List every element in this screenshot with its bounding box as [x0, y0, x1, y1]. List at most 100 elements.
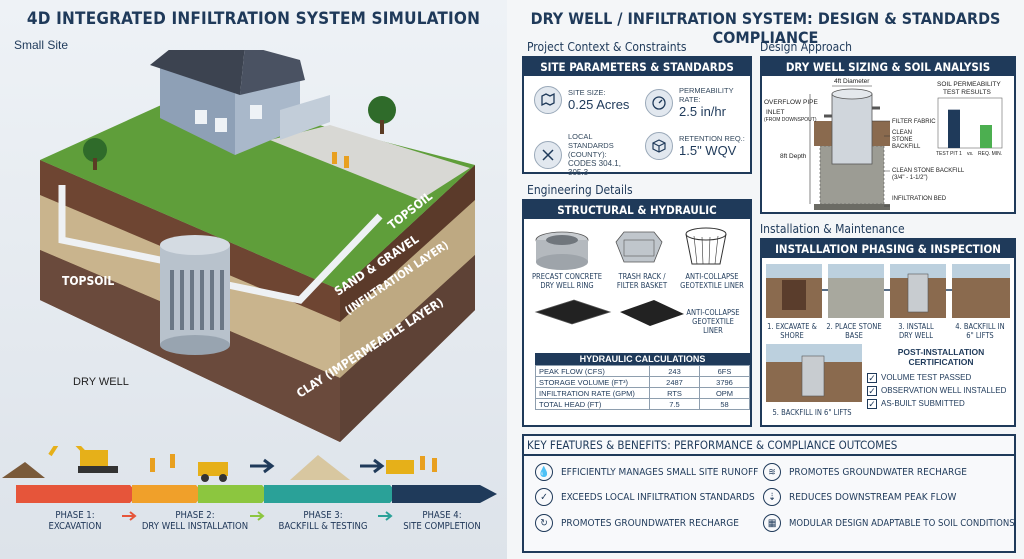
depth-label: 8ft Depth [780, 153, 807, 160]
installation-heading: Installation & Maintenance [760, 222, 905, 236]
soil-chart-frame [937, 97, 1003, 149]
phase-2-segment [198, 485, 270, 503]
installation-steps-illustration [766, 264, 1010, 402]
design-approach-heading: Design Approach [760, 40, 852, 54]
geotextile-liner-sheet [620, 300, 684, 326]
installation-title: INSTALLATION PHASING & INSPECTION [762, 240, 1014, 258]
step-1-label: 1. EXCAVATE &SHORE [767, 322, 817, 340]
param-retention: RETENTION REQ.:1.5" WQV [645, 132, 750, 160]
worker [170, 454, 175, 468]
sizing-title: DRY WELL SIZING & SOIL ANALYSIS [762, 58, 1014, 76]
phase-4-segment [392, 485, 497, 503]
well-cylinder [831, 93, 873, 165]
feature-item: ≋PROMOTES GROUNDWATER RECHARGE [763, 463, 967, 481]
cube-volume-icon [645, 132, 673, 160]
post-installation-certification: POST-INSTALLATION CERTIFICATION ✓VOLUME … [867, 347, 1015, 410]
phase-2-label: PHASE 2:DRY WELL INSTALLATION [141, 510, 249, 532]
cert-item: ✓AS-BUILT SUBMITTED [867, 398, 965, 409]
filter-basket-icon [685, 227, 727, 265]
soil-bar-test-pit [948, 109, 960, 148]
backfill-label: BACKFILL [892, 144, 921, 150]
geotextile-liner-tray [534, 299, 612, 325]
cert-item: ✓VOLUME TEST PASSED [867, 372, 972, 383]
soil-x-label-1: TEST PIT 1 [936, 151, 962, 157]
concrete-ring-icon [535, 231, 589, 270]
tree [368, 96, 396, 124]
worker [432, 458, 437, 472]
site-cross-section-illustration: TOPSOIL TOPSOIL SAND & GRAVEL (INFILTRAT… [40, 50, 475, 442]
param-permeability: PERMEABILITY RATE:2.5 in/hr [645, 86, 750, 119]
simulation-title: 4D INTEGRATED INFILTRATION SYSTEM SIMULA… [26, 9, 481, 29]
param-site-size: SITE SIZE:0.25 Acres [534, 86, 634, 114]
hydraulic-calculations-table: HYDRAULIC CALCULATIONS PEAK FLOW (CFS)24… [535, 353, 750, 410]
downspout-pipe [58, 185, 171, 266]
house-roof-right [240, 50, 305, 95]
phase-1-segment [16, 485, 138, 503]
phase-1-label: PHASE 1:EXCAVATION [48, 510, 102, 532]
permeability-gauge-icon [645, 88, 673, 117]
feature-item: 💧EFFICIENTLY MANAGES SMALL SITE RUNOFF [535, 463, 758, 481]
overflow-pipe [227, 213, 383, 304]
house-front-wall [235, 75, 300, 155]
checkbox-checked-icon: ✓ [867, 372, 877, 383]
cert-item: ✓OBSERVATION WELL INSTALLED [867, 385, 1007, 396]
topsoil-layer-right [340, 165, 475, 322]
step-5-label: 5. BACKFILL IN 6" LIFTS [772, 408, 852, 417]
dirt-pile [2, 462, 45, 478]
sand-gravel-layer-right [340, 200, 475, 378]
components-illustration [534, 227, 727, 326]
small-site-label: Small Site [14, 38, 69, 52]
worker [420, 456, 425, 470]
excavator-cab [80, 450, 108, 468]
excavator-arm [48, 446, 86, 457]
checkbox-checked-icon: ✓ [867, 385, 877, 396]
topsoil-label-left: TOPSOIL [62, 274, 114, 288]
stone-size-label: (3/4" - 1-1/2") [892, 175, 928, 181]
small-arrow-icon [122, 511, 137, 521]
loader-machine [198, 462, 228, 476]
param-local-standards: LOCAL STANDARDS (COUNTY):CODES 304.1, 30… [534, 132, 639, 177]
worker [332, 152, 337, 164]
engineering-heading: Engineering Details [527, 183, 633, 197]
gravel-pile [290, 455, 350, 480]
shield-check-icon: ✓ [535, 488, 553, 506]
recharge-icon: ↻ [535, 514, 553, 532]
feature-item: ▦MODULAR DESIGN ADAPTABLE TO SOIL CONDIT… [763, 514, 1015, 532]
phase-timeline [2, 446, 497, 521]
inlet-source-label: (FROM DOWNSPOUT) [764, 117, 817, 123]
phase-3-segment [264, 485, 398, 503]
small-arrow-icon [250, 511, 265, 521]
worker [150, 458, 155, 472]
tools-icon [534, 140, 562, 169]
diameter-label: 4ft Diameter [834, 78, 870, 85]
feature-item: ✓EXCEEDS LOCAL INFILTRATION STANDARDS [535, 488, 755, 506]
dry-well-structure [160, 235, 230, 355]
soil-test-title: SOIL PERMEABILITY [937, 81, 1001, 88]
key-features-title: KEY FEATURES & BENEFITS: PERFORMANCE & C… [527, 438, 898, 452]
feature-item: ↻PROMOTES GROUNDWATER RECHARGE [535, 514, 739, 532]
clean-label: CLEAN [892, 130, 912, 136]
infiltration-bed-label: INFILTRATION BED [892, 196, 947, 202]
component-label-rack: TRASH RACK /FILTER BASKET [616, 272, 668, 290]
phase-3-label: PHASE 3:BACKFILL & TESTING [278, 510, 368, 532]
phase-4-label: PHASE 4:SITE COMPLETION [403, 510, 481, 532]
modular-grid-icon: ▦ [763, 514, 781, 532]
design-title: DRY WELL / INFILTRATION SYSTEM: DESIGN &… [530, 9, 1001, 47]
clay-layer-right [340, 255, 475, 442]
soil-x-label-2: REQ. MIN. [978, 151, 1002, 157]
dry-well-label: DRY WELL [73, 376, 129, 388]
stone-backfill-label: CLEAN STONE BACKFILL [892, 168, 965, 174]
filter-fabric-label: FILTER FABRIC [892, 119, 936, 125]
driveway [270, 125, 470, 200]
inlet-label: INLET [766, 109, 784, 116]
soil-bar-req-min [980, 125, 992, 148]
dry-well-sizing-diagram: 4ft Diameter OVERFLOW PIPE INLET (FROM D… [764, 78, 1003, 210]
trash-rack-icon [615, 231, 663, 263]
